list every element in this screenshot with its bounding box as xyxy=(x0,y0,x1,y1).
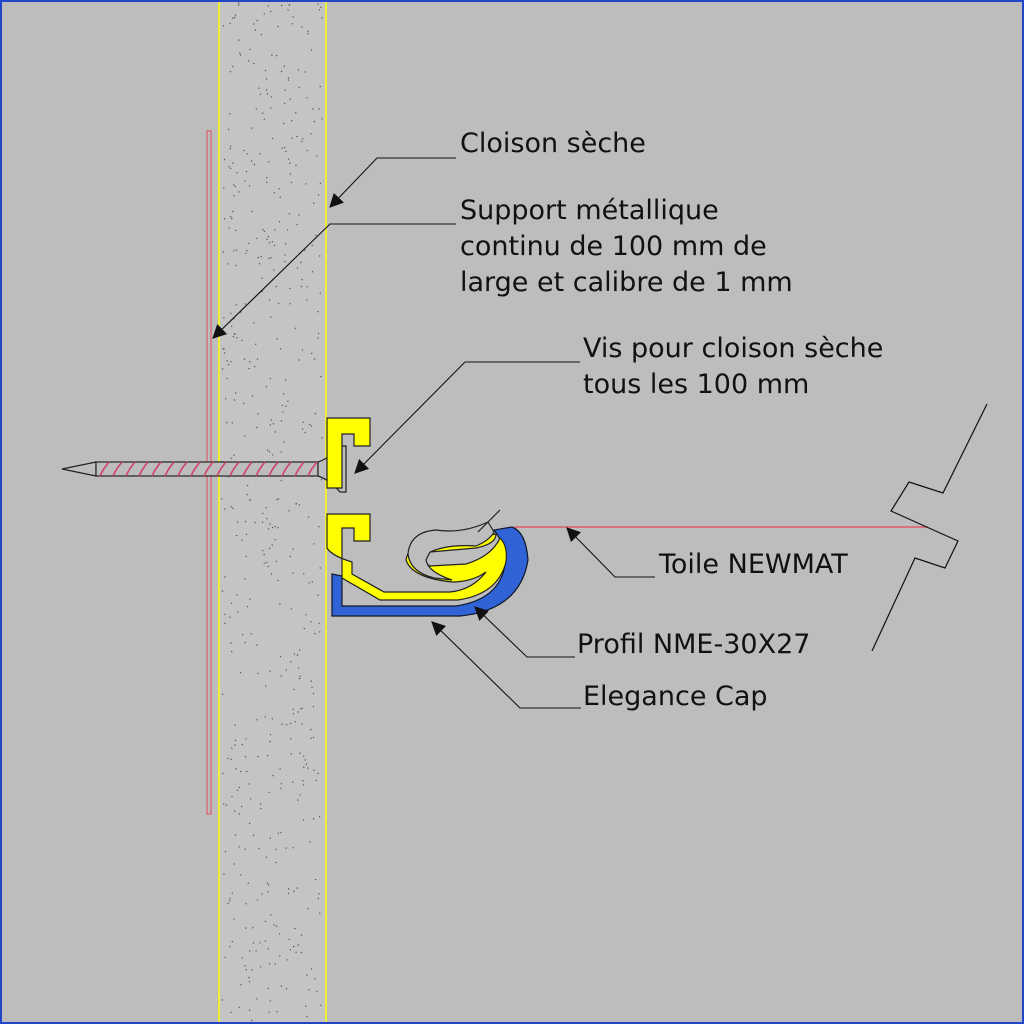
label-toile-newmat: Toile NEWMAT xyxy=(659,547,848,583)
label-elegance-cap: Elegance Cap xyxy=(583,679,768,715)
label-line: large et calibre de 1 mm xyxy=(460,267,793,298)
label-line: Profil NME-30X27 xyxy=(577,629,811,660)
drywall-texture xyxy=(221,2,323,1022)
label-line: Vis pour cloison sèche xyxy=(583,333,884,364)
leader-toile xyxy=(566,527,655,578)
elegance-cap xyxy=(331,526,529,617)
label-line: Toile NEWMAT xyxy=(659,549,848,580)
profil-lip xyxy=(477,509,501,533)
label-line: Elegance Cap xyxy=(583,681,768,712)
label-line: Support métallique xyxy=(460,195,719,226)
profil-clip-loop xyxy=(407,521,495,581)
drywall-panel xyxy=(219,0,326,1024)
label-cloison-seche: Cloison sèche xyxy=(460,126,646,162)
label-line: continu de 100 mm de xyxy=(460,231,767,262)
leader-cap xyxy=(431,621,581,709)
leader-cloison xyxy=(329,157,456,208)
profil-nme xyxy=(326,417,371,489)
screw-thread xyxy=(99,461,318,477)
label-vis-cloison: Vis pour cloison sèche tous les 100 mm xyxy=(583,331,883,403)
break-line xyxy=(871,403,988,652)
label-profil-nme: Profil NME-30X27 xyxy=(577,627,810,663)
label-line: Cloison sèche xyxy=(460,128,646,159)
label-support-metallique: Support métallique continu de 100 mm de la… xyxy=(460,193,793,301)
leader-profil xyxy=(474,606,575,658)
leader-vis xyxy=(354,361,580,474)
label-line: tous les 100 mm xyxy=(583,369,810,400)
leader-support xyxy=(212,223,456,339)
